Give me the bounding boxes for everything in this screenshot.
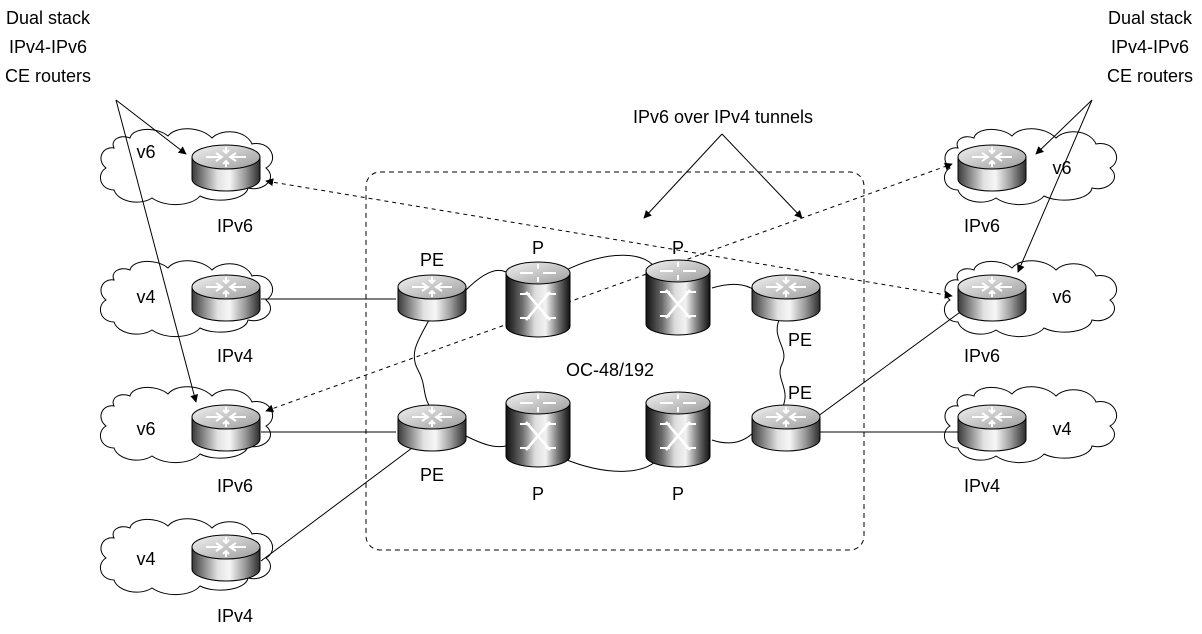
router-icon: [191, 534, 261, 582]
tunnels-label: IPv6 over IPv4 tunnels: [633, 107, 813, 127]
router-label-ce-right-1: IPv6: [964, 216, 1000, 236]
cloud-label-right-2: v6: [1052, 287, 1071, 307]
dual-stack-left-line3: CE routers: [5, 66, 91, 86]
dual-stack-left-line2: IPv4-IPv6: [9, 37, 87, 57]
core-router-icon: [504, 390, 572, 469]
core-router-icon: [504, 260, 572, 339]
router-icon: [957, 144, 1027, 192]
links: [260, 254, 964, 562]
router-label-p-bottom-right: P: [672, 484, 684, 504]
router-icon: [397, 404, 467, 452]
router-label-pe-bottom-left: PE: [420, 465, 444, 485]
router-label-pe-top-left: PE: [420, 250, 444, 270]
router-icon: [957, 404, 1027, 452]
annotation-arrows: [115, 99, 1093, 403]
router-icon: [191, 144, 261, 192]
dual-stack-right-line3: CE routers: [1107, 66, 1193, 86]
router-label-ce-right-2: IPv6: [964, 346, 1000, 366]
router-icon: [191, 274, 261, 322]
ipv6-tunnels: [265, 162, 953, 413]
router-label-p-top-right: P: [672, 238, 684, 258]
cloud-label-left-1: v6: [136, 142, 155, 162]
router-icon: [751, 274, 821, 322]
router-label-p-top-left: P: [532, 238, 544, 258]
cloud-label-right-3: v4: [1052, 419, 1071, 439]
router-label-ce-left-4: IPv4: [217, 606, 253, 626]
dual-stack-left-line1: Dual stack: [6, 8, 91, 28]
router-label-p-bottom-left: P: [532, 484, 544, 504]
router-icon: [751, 404, 821, 452]
router-label-pe-top-right: PE: [788, 330, 812, 350]
cloud-label-left-3: v6: [136, 419, 155, 439]
core-router-icon: [644, 258, 712, 337]
router-icon: [191, 404, 261, 452]
router-label-ce-left-3: IPv6: [217, 476, 253, 496]
cloud-label-left-2: v4: [136, 287, 155, 307]
router-icon: [397, 274, 467, 322]
core-link-label: OC-48/192: [566, 360, 654, 380]
router-label-ce-left-2: IPv4: [217, 346, 253, 366]
router-label-pe-bottom-right: PE: [788, 383, 812, 403]
dual-stack-right-line2: IPv4-IPv6: [1111, 37, 1189, 57]
router-label-ce-right-3: IPv4: [964, 476, 1000, 496]
router-label-ce-left-1: IPv6: [217, 216, 253, 236]
dual-stack-right-line1: Dual stack: [1108, 8, 1193, 28]
cloud-label-left-4: v4: [136, 549, 155, 569]
router-icon: [957, 274, 1027, 322]
core-router-icon: [644, 390, 712, 469]
cloud-label-right-1: v6: [1052, 158, 1071, 178]
